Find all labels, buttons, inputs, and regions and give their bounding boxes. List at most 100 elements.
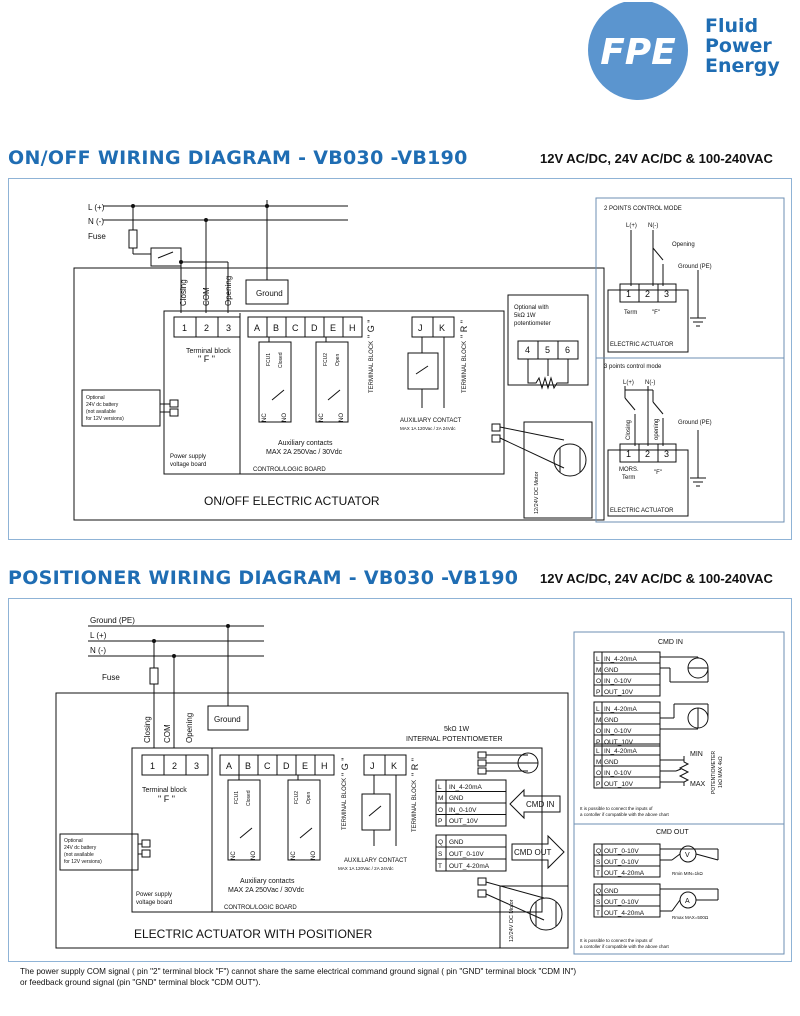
logo-letters: FPE xyxy=(600,32,676,73)
onoff-title: ON/OFF WIRING DIAGRAM - VB030 -VB190 xyxy=(8,147,468,169)
pos-cmdin-code-l: L xyxy=(438,784,442,791)
pos-cmdout-code-q: Q xyxy=(438,839,443,846)
ri2-code-o: O xyxy=(596,728,601,735)
onoff-control-board-label: CONTROL/LOGIC BOARD xyxy=(253,467,326,473)
pos-aux-contact-rating: MAX 1A 120Vac / 2A 24Vdc xyxy=(338,866,394,871)
mode2-l-label: L(+) xyxy=(626,223,637,229)
mode2-opening-label: Opening xyxy=(672,242,695,248)
pos-battery-line-2: 24V dc battery xyxy=(64,845,97,851)
ro2-code-t: T xyxy=(596,910,600,917)
onoff-r-term-k: K xyxy=(439,323,445,333)
footer-line-2: or feedback ground signal (pin "GND" ter… xyxy=(20,978,261,987)
pos-cmdin-sig-o: IN_0-10V xyxy=(449,807,477,814)
positioner-voltage: 12V AC/DC, 24V AC/DC & 100-240VAC xyxy=(540,571,773,586)
pos-nc1-label: NC xyxy=(231,851,237,860)
pos-ground-pe-label: Ground (PE) xyxy=(90,616,135,625)
pos-g-term-h: H xyxy=(321,761,328,771)
ro1-sig-t: OUT_4-20mA xyxy=(604,870,645,877)
ri1-code-m: M xyxy=(596,667,601,674)
onoff-no1-label: NO xyxy=(282,413,288,422)
mode3-title: 3 points control mode xyxy=(604,364,662,370)
ri2-sig-p: OUT_10V xyxy=(604,739,634,746)
pos-f-term-1: 1 xyxy=(150,761,155,771)
onoff-voltage: 12V AC/DC, 24V AC/DC & 100-240VAC xyxy=(540,151,773,166)
onoff-f-block-letter: " F " xyxy=(198,354,215,364)
pos-closed-label: Closed xyxy=(246,790,252,806)
pos-g-term-d: D xyxy=(283,761,290,771)
mode3-opening-label: opening xyxy=(654,419,660,440)
onoff-actuator-label: ON/OFF ELECTRIC ACTUATOR xyxy=(204,494,380,508)
mode3-actuator-label: ELECTRIC ACTUATOR xyxy=(610,508,674,514)
pos-pot-sub: INTERNAL POTENTIOMETER xyxy=(406,736,503,743)
mode2-actuator-label: ELECTRIC ACTUATOR xyxy=(610,342,674,348)
ro2-sig-q: GND xyxy=(604,888,619,895)
ro2-code-s: S xyxy=(596,899,601,906)
ri3-code-p: P xyxy=(596,781,600,788)
footer-note: The power supply COM signal ( pin "2" te… xyxy=(20,966,790,988)
pos-fcu1-label: FCU1 xyxy=(234,791,240,804)
mode3-l-label: L(+) xyxy=(623,380,634,386)
pos-r-block-label: TERMINAL BLOCK xyxy=(412,780,418,832)
mode2-ground-label: Ground (PE) xyxy=(678,264,712,270)
onoff-fuse-label: Fuse xyxy=(88,232,106,241)
mode3-ground-label: Ground (PE) xyxy=(678,420,712,426)
ro1-sig-q: OUT_0-10V xyxy=(604,848,639,855)
pos-cmdout-sig-t: OUT_4-20mA xyxy=(449,863,490,870)
onoff-g-term-h: H xyxy=(349,323,356,333)
onoff-g-term-d: D xyxy=(311,323,318,333)
onoff-g-term-b: B xyxy=(273,323,279,333)
mode2-title: 2 POINTS CONTROL MODE xyxy=(604,206,682,212)
logo: FPE Fluid Power Energy xyxy=(585,0,800,102)
pos-g-term-c: C xyxy=(264,761,271,771)
ri1-code-l: L xyxy=(596,656,600,663)
ro2-sig-s: OUT_0-10V xyxy=(604,899,639,906)
onoff-nc1-label: NC xyxy=(262,413,268,422)
right-pot-label: POTENTIOMETER xyxy=(711,751,717,794)
ro1-code-q: Q xyxy=(596,848,601,855)
onoff-pot-term-5: 5 xyxy=(545,345,550,355)
ri2-code-m: M xyxy=(596,717,601,724)
onoff-pot-note-3: potentiometer xyxy=(514,321,551,327)
onoff-closed-label: Closed xyxy=(278,352,284,368)
pos-battery-line-3: (not available xyxy=(64,852,94,858)
onoff-power-board-line-1: Power supply xyxy=(170,454,206,460)
onoff-fcu1-label: FCU1 xyxy=(266,353,272,366)
meter-v-symbol: V xyxy=(685,852,690,859)
onoff-f-block-label: Terminal block xyxy=(186,348,231,355)
pos-cmdout-sig-q: GND xyxy=(449,839,464,846)
onoff-nc2-label: NC xyxy=(319,413,325,422)
pos-g-block-letter: " G " xyxy=(340,758,350,776)
note-in-line-2: a contoller if compatible with the above… xyxy=(580,812,670,817)
mode2-n-label: N(-) xyxy=(648,223,658,229)
ro1-sig-s: OUT_0-10V xyxy=(604,859,639,866)
mode3-closing-label: Closing xyxy=(626,420,632,440)
onoff-closing-label: Closing xyxy=(179,279,188,306)
mode3-f-label: "F" xyxy=(654,470,662,476)
pos-nc2-label: NC xyxy=(291,851,297,860)
pos-cmdout-code-t: T xyxy=(438,863,442,870)
pos-no1-label: NO xyxy=(251,851,257,860)
ro2-sig-t: OUT_4-20mA xyxy=(604,910,645,917)
onoff-pot-note-1: Optional with xyxy=(514,305,549,311)
mode2-f-label: "F" xyxy=(652,310,660,316)
ri2-code-p: P xyxy=(596,739,600,746)
pos-cmdin-code-m: M xyxy=(438,795,443,802)
footer-line-1: The power supply COM signal ( pin "2" te… xyxy=(20,967,577,976)
onoff-pot-term-4: 4 xyxy=(525,345,530,355)
pos-power-board-line-1: Power supply xyxy=(136,892,172,898)
note-out-line-2: a contoller if compatible with the above… xyxy=(580,944,670,949)
pos-f-block-letter: " F " xyxy=(158,794,175,804)
onoff-open-label: Open xyxy=(335,354,341,366)
onoff-l-label: L (+) xyxy=(88,203,105,212)
ro1-code-s: S xyxy=(596,859,601,866)
ri2-sig-l: IN_4-20mA xyxy=(604,706,638,713)
onoff-pot-term-6: 6 xyxy=(565,345,570,355)
mode3-n-label: N(-) xyxy=(645,380,655,386)
ro2-code-q: Q xyxy=(596,888,601,895)
mode3-morsa-label: MORS. xyxy=(619,467,639,473)
onoff-g-block-letter: " G " xyxy=(366,320,376,338)
logo-word-energy: Energy xyxy=(705,55,780,77)
right-min-label: MIN xyxy=(690,751,703,758)
onoff-diagram: L (+) N (-) Fuse Ground Closing COM Open… xyxy=(73,197,785,523)
pos-cmdin-sig-l: IN_4-20mA xyxy=(449,784,483,791)
